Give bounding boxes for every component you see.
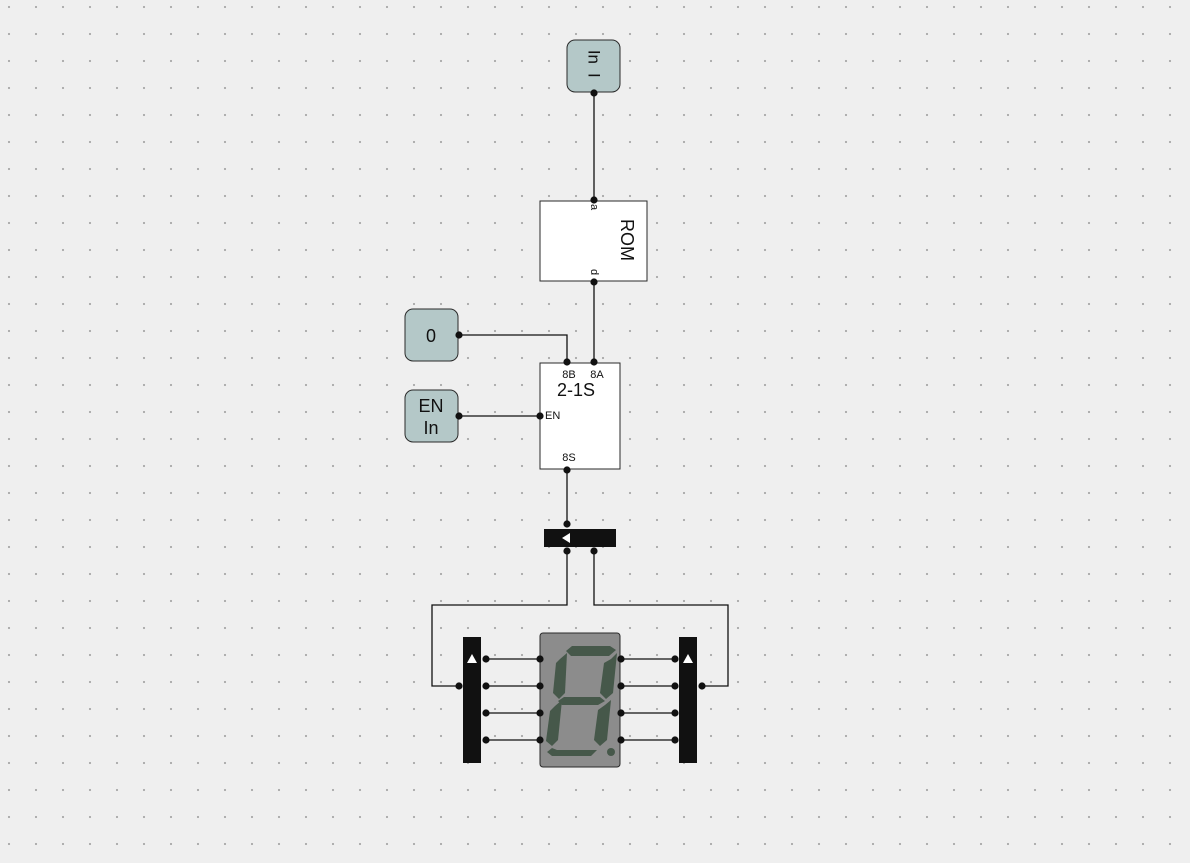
mux-component[interactable]: 8B 8A 2-1S EN 8S: [539, 362, 621, 470]
input-top-label-right: I: [585, 73, 604, 78]
pin-splitter-in[interactable]: [563, 520, 571, 528]
constant-zero-label: 0: [426, 326, 436, 346]
segment-c: [594, 700, 611, 746]
pin-left-bit-1[interactable]: [482, 682, 490, 690]
pin-zero-out[interactable]: [455, 331, 463, 339]
pin-mux-en[interactable]: [536, 412, 544, 420]
pin-right-bit-0[interactable]: [671, 655, 679, 663]
mux-title: 2-1S: [557, 380, 595, 400]
wires: [431, 93, 729, 741]
splitter-left-direction-icon: [467, 654, 477, 663]
splitter-right[interactable]: [679, 637, 697, 763]
segment-e: [546, 700, 562, 746]
pin-left-bus-in[interactable]: [455, 682, 463, 690]
pin-mux-out[interactable]: [563, 466, 571, 474]
pin-display-left-1[interactable]: [536, 682, 544, 690]
segment-g: [558, 697, 605, 705]
pin-input-top-out[interactable]: [590, 89, 598, 97]
segment-dp: [607, 748, 615, 756]
mux-pin-a-label: 8A: [590, 369, 604, 381]
mux-pin-out-label: 8S: [562, 452, 575, 464]
mux-body[interactable]: [539, 362, 621, 470]
pin-rom-a[interactable]: [590, 196, 598, 204]
pin-en-out[interactable]: [455, 412, 463, 420]
pin-rom-d[interactable]: [590, 278, 598, 286]
wire-splitter-to-left-bus[interactable]: [431, 551, 568, 687]
wire-splitter-to-right-bus[interactable]: [593, 551, 729, 687]
pin-display-right-3[interactable]: [617, 736, 625, 744]
splitter-left-bar[interactable]: [463, 637, 481, 763]
pin-display-right-0[interactable]: [617, 655, 625, 663]
pin-display-left-0[interactable]: [536, 655, 544, 663]
input-top[interactable]: In I: [566, 39, 621, 93]
rom-pin-d-label: d: [588, 269, 600, 275]
splitter-right-bar[interactable]: [679, 637, 697, 763]
en-input[interactable]: EN In: [404, 389, 459, 443]
pin-right-bit-3[interactable]: [671, 736, 679, 744]
constant-zero[interactable]: 0: [404, 308, 459, 362]
pin-right-bus-in[interactable]: [698, 682, 706, 690]
segment-f: [553, 653, 567, 699]
rom-title: ROM: [617, 219, 637, 261]
segment-b: [600, 653, 617, 699]
input-top-body[interactable]: [566, 39, 621, 93]
rom-component[interactable]: ROM a d: [539, 200, 648, 282]
pin-splitter-out-0[interactable]: [563, 547, 571, 555]
mux-pin-en-label: EN: [545, 410, 560, 422]
wire-zero-to-mux-b[interactable]: [459, 334, 568, 362]
pin-display-right-2[interactable]: [617, 709, 625, 717]
pin-left-bit-0[interactable]: [482, 655, 490, 663]
splitter-right-direction-icon: [683, 654, 693, 663]
pin-mux-a[interactable]: [590, 358, 598, 366]
seven-segment-display[interactable]: [539, 632, 621, 768]
pin-right-bit-1[interactable]: [671, 682, 679, 690]
pin-display-right-1[interactable]: [617, 682, 625, 690]
pin-left-bit-2[interactable]: [482, 709, 490, 717]
pins: [455, 89, 706, 744]
splitter-horizontal[interactable]: [544, 529, 616, 547]
mux-pin-b-label: 8B: [562, 369, 575, 381]
pin-mux-b[interactable]: [563, 358, 571, 366]
pin-display-left-3[interactable]: [536, 736, 544, 744]
rom-body[interactable]: [539, 200, 648, 282]
input-top-label-left: In: [585, 50, 604, 64]
en-input-line1: EN: [418, 396, 443, 416]
pin-display-left-2[interactable]: [536, 709, 544, 717]
en-input-line2: In: [423, 418, 438, 438]
rom-pin-a-label: a: [588, 204, 600, 211]
splitter-left[interactable]: [463, 637, 481, 763]
segment-a: [566, 646, 616, 656]
pin-left-bit-3[interactable]: [482, 736, 490, 744]
splitter-direction-icon: [562, 533, 570, 543]
segment-d: [547, 748, 597, 756]
pin-splitter-out-1[interactable]: [590, 547, 598, 555]
pin-right-bit-2[interactable]: [671, 709, 679, 717]
splitter-horizontal-bar[interactable]: [544, 529, 616, 547]
